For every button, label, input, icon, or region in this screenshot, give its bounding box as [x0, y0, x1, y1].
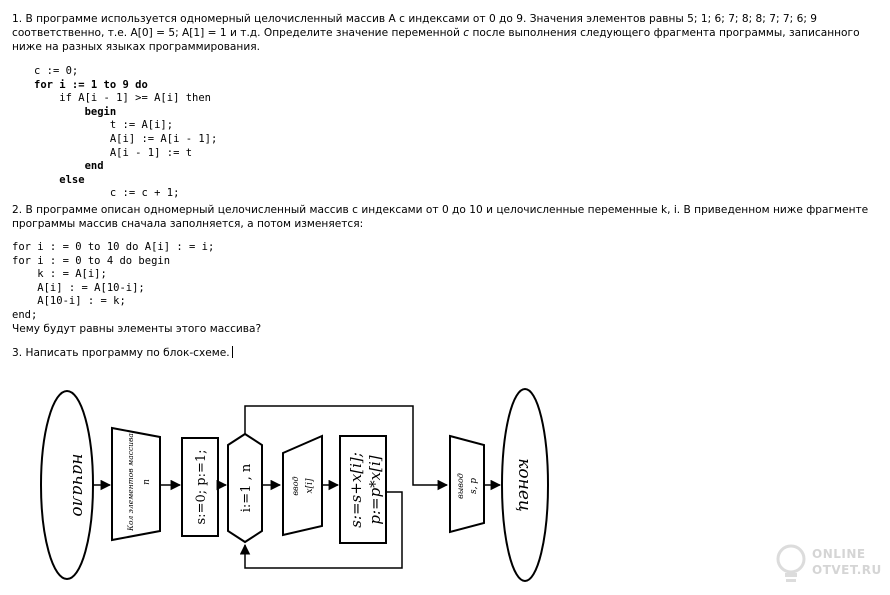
code2-line: end; [12, 308, 38, 321]
watermark-line2: OTVET.RU [812, 563, 882, 577]
task1-variable: c [463, 27, 470, 39]
output-vars: s, p [469, 478, 479, 494]
input-x-block [282, 434, 323, 537]
code1-line: for i := 1 to 9 do [34, 78, 148, 91]
lightbulb-icon [776, 544, 806, 582]
input-count-var: n [142, 479, 152, 485]
input-count-label: Кол элементов массива [126, 433, 135, 532]
code1-line: A[i] := A[i - 1]; [34, 132, 218, 145]
code1-line: if A[i - 1] >= A[i] then [34, 92, 212, 105]
code2-line: for i : = 0 to 10 do A[i] : = i; [12, 241, 215, 253]
code2-line: A[10-i] : = k; [12, 295, 126, 308]
output-label: вывод [456, 473, 465, 499]
code-block-1: c := 0; for i := 1 to 9 do if A[i - 1] >… [34, 65, 217, 201]
text-cursor [231, 346, 233, 358]
end-label: конец [514, 458, 534, 512]
loop-back-arrow [239, 491, 403, 569]
start-label: начало [68, 453, 88, 516]
calc-block [339, 435, 387, 544]
code2-line: A[i] : = A[10-i]; [12, 281, 145, 294]
code1-line: end [34, 160, 104, 173]
code1-line: else [34, 173, 85, 186]
code-block-2: for i : = 0 to 10 do A[i] : = i; for i :… [12, 241, 214, 323]
code1-line: begin [34, 105, 117, 118]
loop-exit-arrow [244, 405, 449, 491]
watermark: ONLINE OTVET.RU [772, 541, 882, 589]
input-x-var: x[i] [305, 478, 315, 493]
end-terminal [501, 388, 549, 582]
task2-question: Чему будут равны элементы этого массива? [12, 323, 262, 335]
input-count-block [111, 426, 161, 542]
code1-line: c := c + 1; [34, 187, 180, 200]
task2-text: 2. В программе описан одномерный целочис… [12, 204, 869, 230]
code2-line: for i : = 0 to 4 do begin [12, 254, 171, 267]
init-label: s:=0; p:=1; [194, 450, 209, 525]
input-x-label: ввод [291, 476, 300, 495]
task3-text: 3. Написать программу по блок-схеме. [12, 346, 878, 360]
watermark-line1: ONLINE [812, 547, 866, 561]
code1-line: A[i - 1] := t [34, 146, 193, 159]
task1-text: 1. В программе используется одномерный ц… [12, 13, 860, 53]
calc-line2: p:=p*x[i] [366, 455, 384, 524]
output-block [449, 434, 485, 534]
code1-line: t := A[i]; [34, 119, 174, 132]
init-block [181, 437, 219, 537]
code2-line: k : = A[i]; [12, 268, 107, 281]
loop-label: i:=1 , n [239, 463, 254, 512]
code1-line: c := 0; [34, 65, 79, 77]
calc-line1: s:=s+x[i]; [347, 452, 365, 528]
